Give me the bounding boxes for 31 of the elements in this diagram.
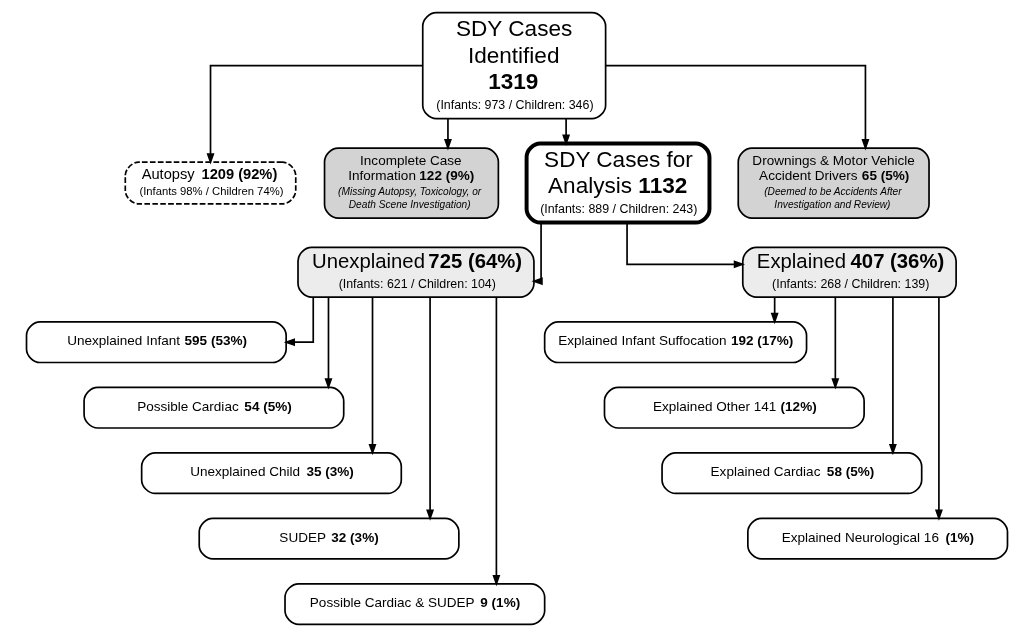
- arrow: [770, 296, 779, 325]
- arrow: [831, 296, 840, 390]
- arrow: [626, 221, 746, 269]
- node-box: Unexplained Infant 595 (53%): [25, 321, 287, 364]
- node-box: Possible Cardiac 54 (5%): [83, 386, 345, 429]
- node-box: SDY Cases for Analysis 1132 (Infants: 889 / Children: 243): [524, 141, 712, 225]
- node-box: SDY Cases Identified 1319 (Infants: 973 / Children: 346): [421, 11, 607, 120]
- node-box: Explained 407 (36%) (Infants: 268 / Children: 139): [741, 246, 957, 298]
- node-box: Possible Cardiac & SUDEP 9 (1%): [284, 582, 546, 626]
- arrow: [324, 296, 333, 390]
- node-box: Explained Infant Suffocation 192 (17%): [543, 321, 808, 364]
- node-box: Autopsy 1209 (92%) (Infants 98% / Children 74%): [124, 161, 297, 205]
- arrow: [934, 296, 943, 521]
- arrow: [562, 118, 571, 146]
- node-box: Incomplete Case Information 122 (9%) (Missing Autopsy, Toxicology, or Death Scene Investigation): [323, 147, 500, 219]
- node-box: Explained Cardiac 58 (5%): [661, 452, 923, 495]
- node-box: Unexplained Child 35 (3%): [140, 452, 403, 495]
- node-box: Drownings & Motor Vehicle Accident Drivers 65 (5%) (Deemed to be Accidents After Investigation and Review): [737, 147, 930, 219]
- arrow: [283, 296, 315, 347]
- arrow: [368, 296, 377, 456]
- arrow: [206, 64, 424, 165]
- arrow: [888, 296, 897, 456]
- arrow: [531, 221, 543, 286]
- arrow: [444, 118, 452, 151]
- node-box: Explained Other 141 (12%): [603, 386, 865, 429]
- arrow: [492, 296, 501, 587]
- arrow: [426, 296, 435, 521]
- node-box: SUDEP 32 (3%): [198, 517, 460, 560]
- node-box: Unexplained 725 (64%) (Infants: 621 / Children: 104): [297, 246, 535, 298]
- node-box: Explained Neurological 16 (1%): [747, 517, 1009, 560]
- arrow: [605, 64, 870, 151]
